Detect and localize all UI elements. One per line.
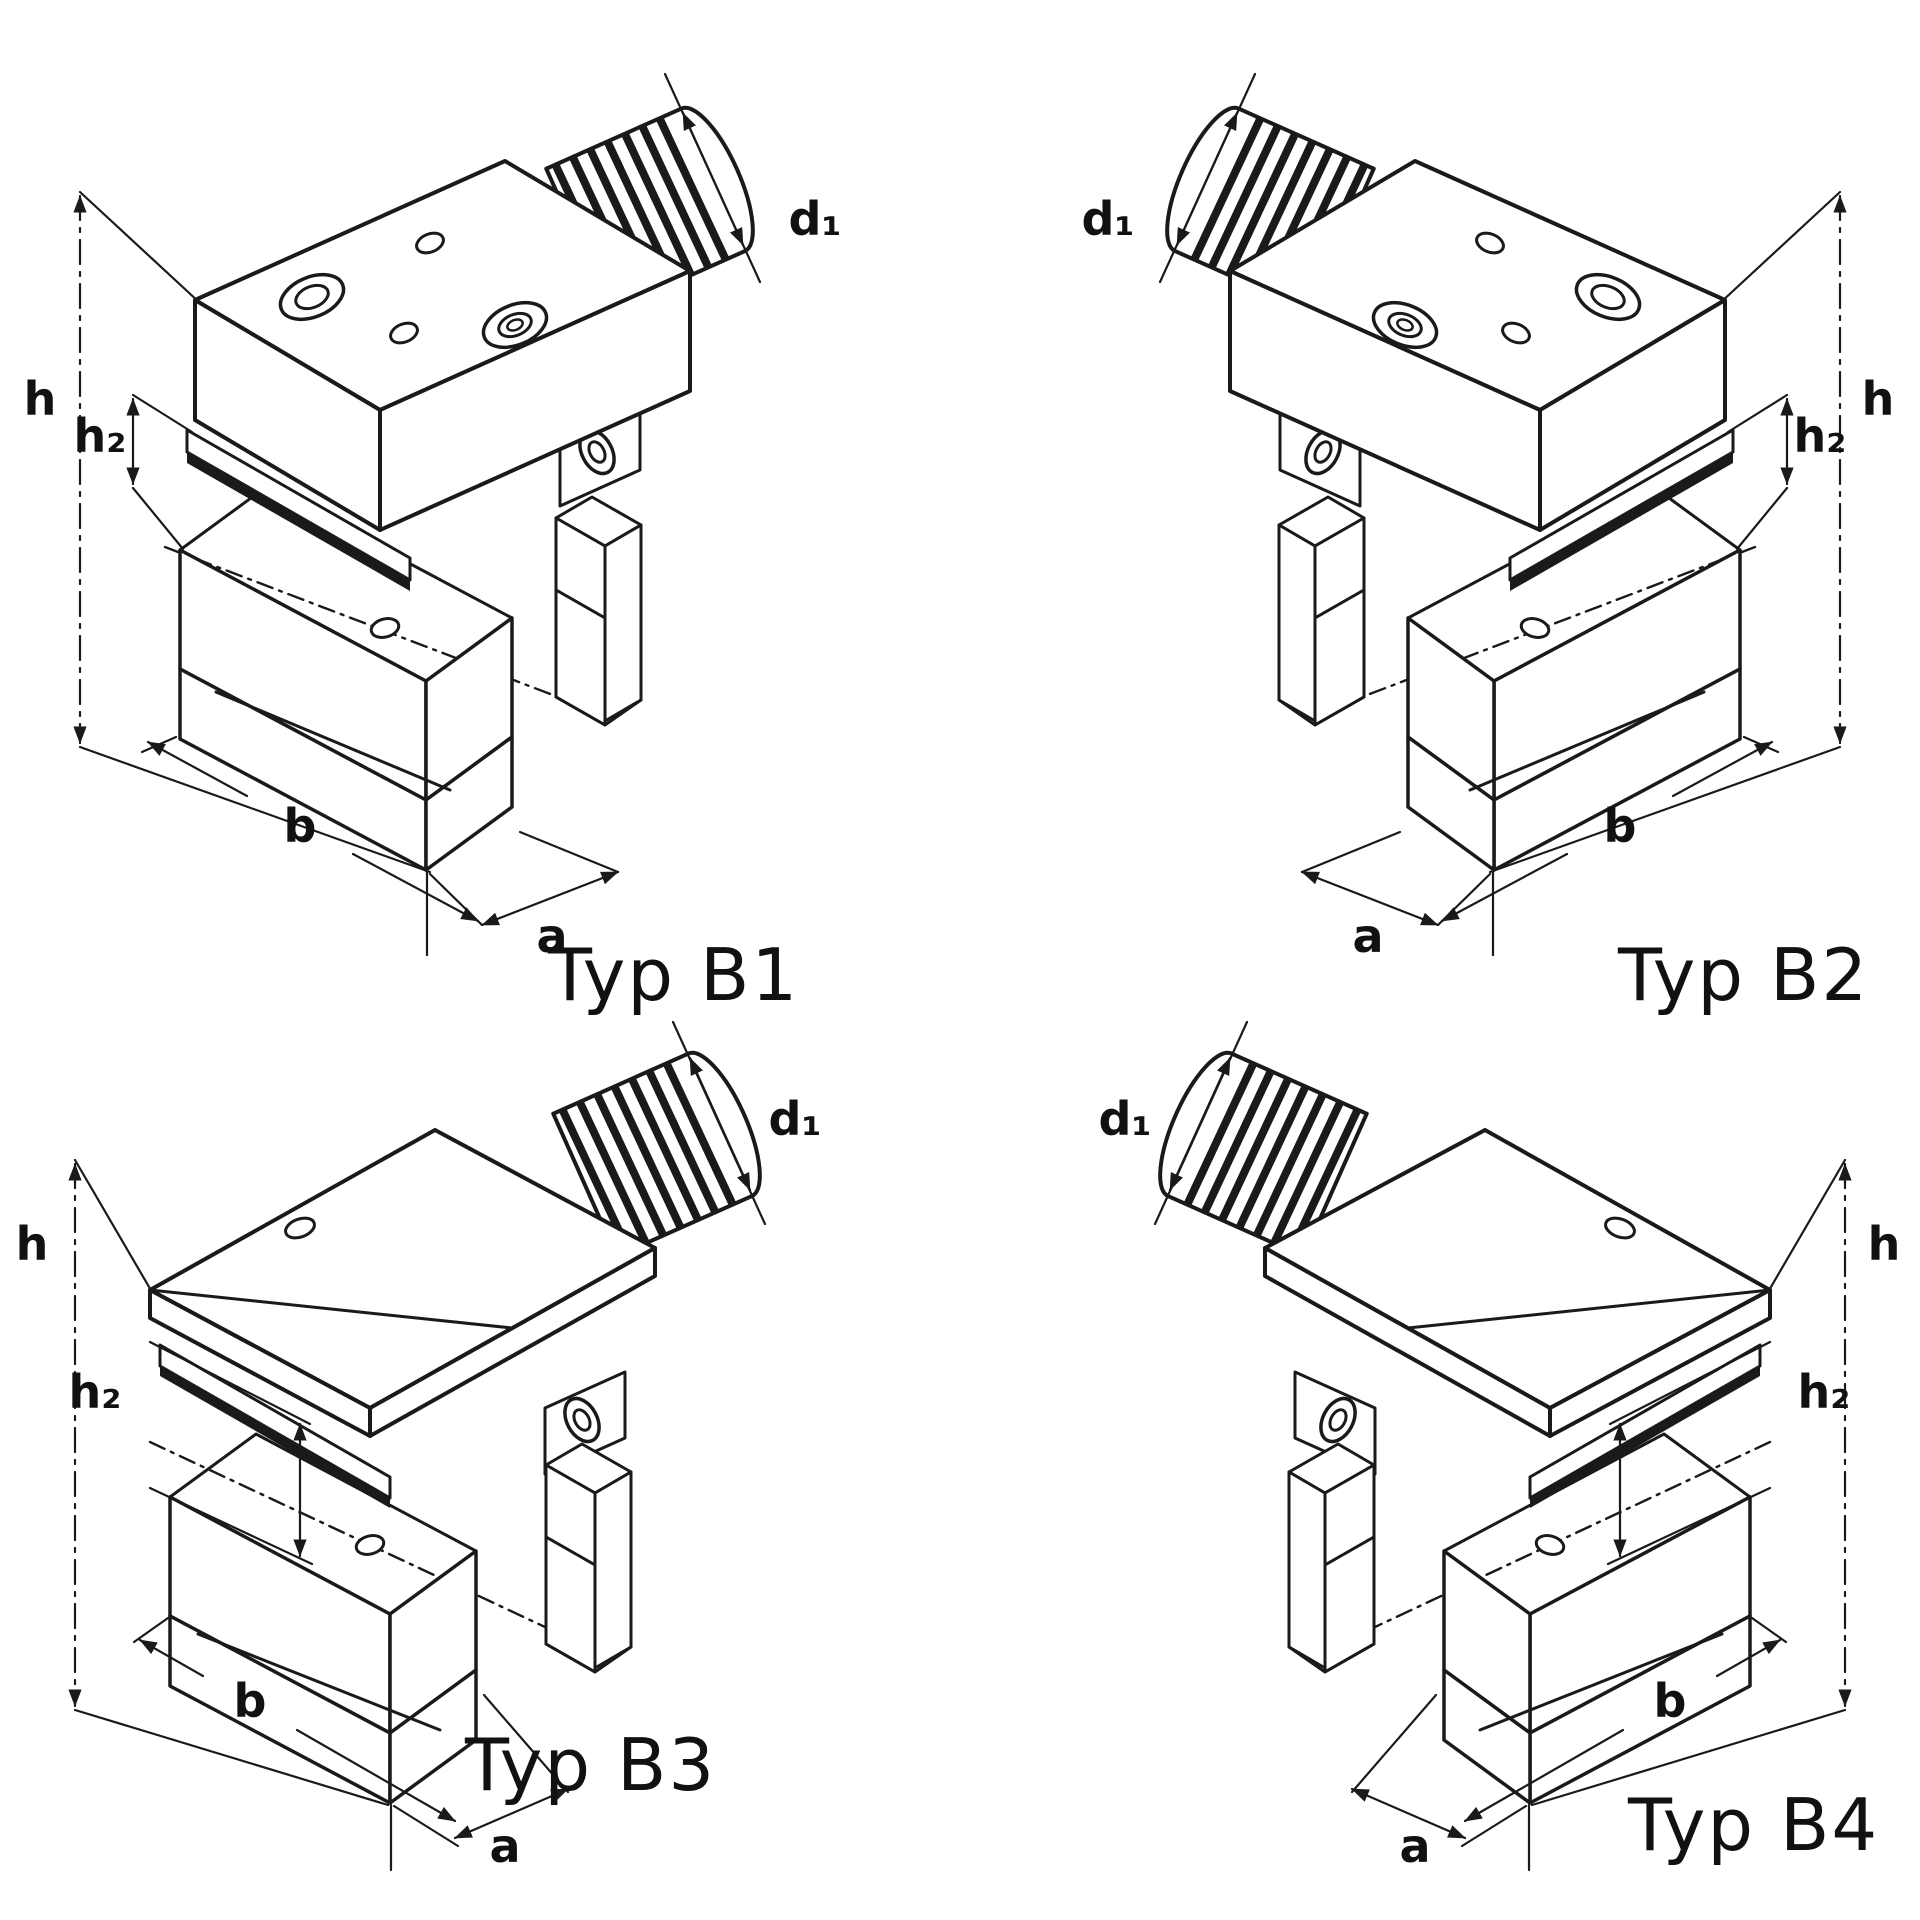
type-label-b3: Typ B3 [464,1723,716,1807]
dim-label-b-b4: b [1654,1674,1687,1728]
dim-label-h2-b1: h₂ [74,409,127,463]
dim-label-h2-b2: h₂ [1794,409,1847,463]
dim-label-a-b2: a [1352,909,1383,963]
dim-label-h-b4: h [1868,1217,1901,1271]
dim-label-b-b1: b [284,799,317,853]
dim-label-h2-b4: h₂ [1798,1365,1851,1419]
dim-label-a-b4: a [1399,1819,1430,1873]
dim-label-d1-b3: d₁ [768,1092,821,1146]
type-label-b2: Typ B2 [1617,933,1869,1017]
dim-label-d1-b2: d₁ [1081,192,1134,246]
dim-label-a-b1: a [536,909,567,963]
dim-label-d1-b1: d₁ [788,192,841,246]
dim-label-a-b3: a [489,1819,520,1873]
dim-label-h-b1: h [24,372,57,426]
type-label-b1: Typ B1 [547,933,799,1017]
dim-label-b-b3: b [234,1674,267,1728]
dim-label-d1-b4: d₁ [1098,1092,1151,1146]
dim-label-h-b3: h [16,1217,49,1271]
holder-drawing-b4 [1144,1022,1845,1870]
dim-label-b-b2: b [1604,799,1637,853]
type-label-b4: Typ B4 [1627,1783,1879,1867]
holder-drawing-b1 [73,72,762,957]
holder-drawing-b2 [1151,74,1840,955]
dim-label-h-b2: h [1862,372,1895,426]
holder-drawing-b3 [68,1020,767,1872]
dim-label-h2-b3: h₂ [69,1365,122,1419]
